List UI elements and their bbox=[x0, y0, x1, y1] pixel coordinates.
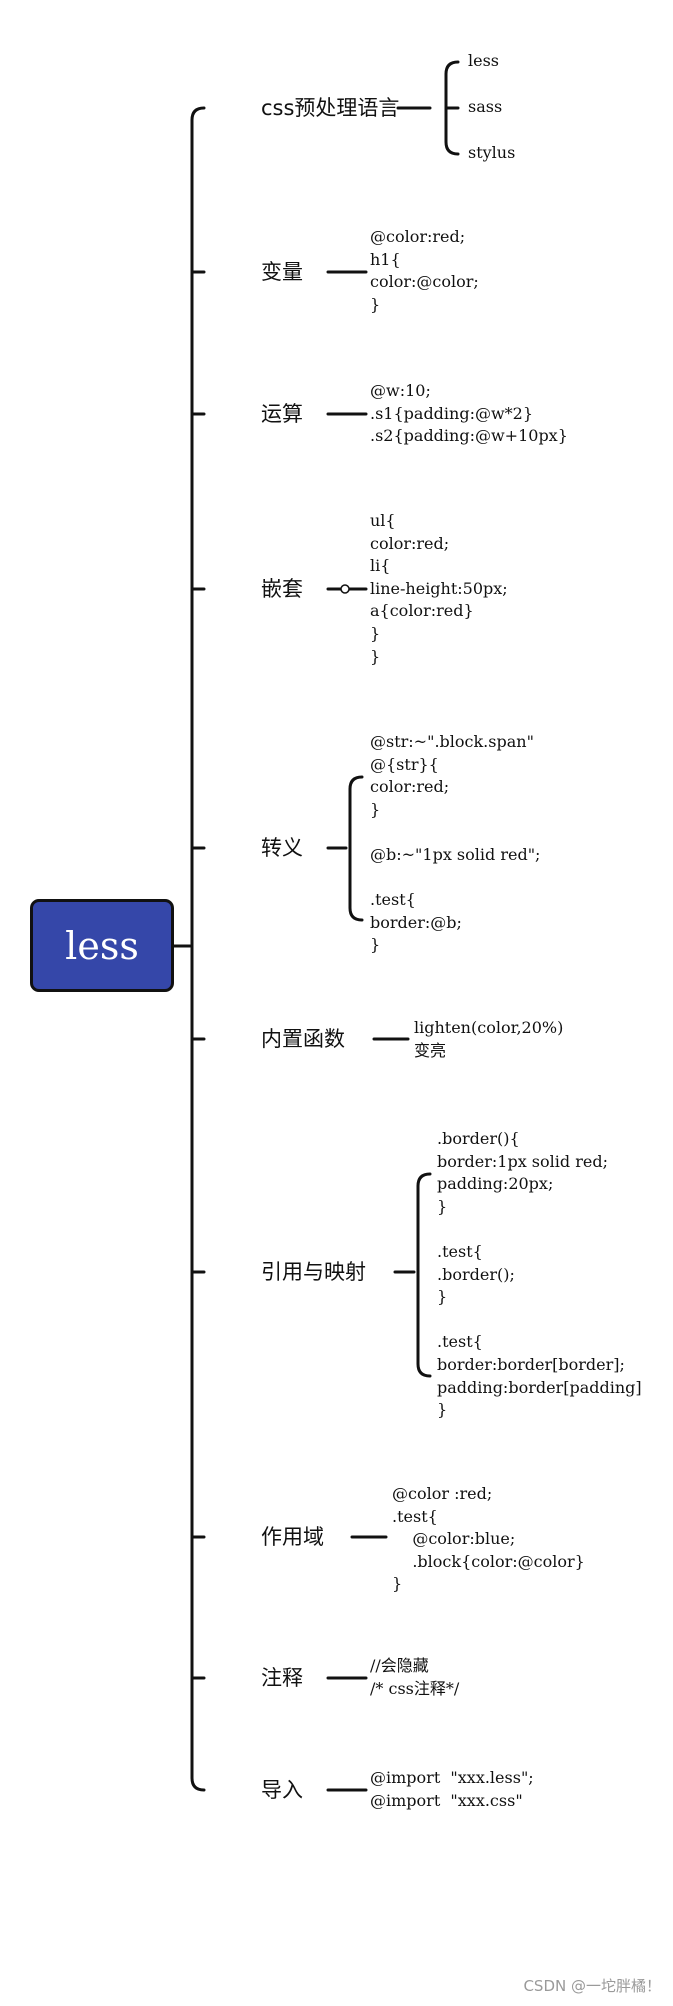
branch-comments[interactable]: 注释 bbox=[261, 1666, 303, 1690]
branch-scope[interactable]: 作用域 bbox=[261, 1525, 324, 1549]
leaf-escaping-code[interactable]: @str:~".block.span" @{str}{ color:red; }… bbox=[370, 732, 541, 955]
escaping-bracket bbox=[348, 775, 364, 922]
branch-mixins-maps[interactable]: 引用与映射 bbox=[261, 1260, 366, 1284]
branch-builtin-functions[interactable]: 内置函数 bbox=[261, 1027, 345, 1051]
leaf-builtin-code[interactable]: lighten(color,20%) 变亮 bbox=[414, 1018, 564, 1060]
leaf-stylus[interactable]: stylus bbox=[468, 143, 516, 162]
leaf-nesting-code[interactable]: ul{ color:red; li{ line-height:50px; a{c… bbox=[370, 511, 508, 666]
leaf-imports-code[interactable]: @import "xxx.less"; @import "xxx.css" bbox=[370, 1768, 534, 1810]
leaf-sass[interactable]: sass bbox=[468, 97, 503, 116]
branch-imports[interactable]: 导入 bbox=[261, 1778, 303, 1802]
leaf-variables-code[interactable]: @color:red; h1{ color:@color; } bbox=[370, 227, 479, 314]
leaf-comments-code[interactable]: //会隐藏 /* css注释*/ bbox=[370, 1656, 460, 1698]
leaf-mixins-code[interactable]: .border(){ border:1px solid red; padding… bbox=[437, 1129, 642, 1420]
leaf-less[interactable]: less bbox=[468, 51, 500, 70]
branch-variables[interactable]: 变量 bbox=[261, 260, 303, 284]
root-node[interactable]: less bbox=[30, 899, 174, 992]
branch-css-preprocessor[interactable]: css预处理语言 bbox=[261, 96, 400, 120]
branch-operations[interactable]: 运算 bbox=[261, 402, 303, 426]
branch-escaping[interactable]: 转义 bbox=[261, 836, 303, 860]
mixins-bracket bbox=[416, 1172, 432, 1378]
main-spine bbox=[190, 106, 206, 1792]
leaf-operations-code[interactable]: @w:10; .s1{padding:@w*2} .s2{padding:@w+… bbox=[370, 381, 568, 446]
leaf-scope-code[interactable]: @color :red; .test{ @color:blue; .block{… bbox=[392, 1484, 585, 1594]
collapse-node-icon bbox=[340, 584, 350, 594]
branch-nesting[interactable]: 嵌套 bbox=[261, 577, 303, 601]
watermark: CSDN @一坨胖橘！ bbox=[523, 1977, 661, 1995]
